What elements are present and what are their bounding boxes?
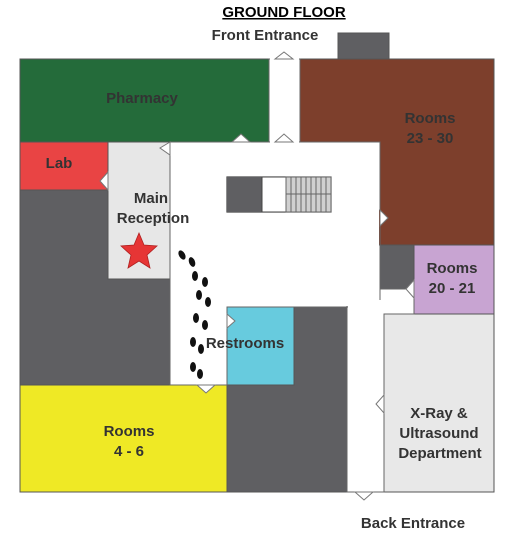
page-title: GROUND FLOOR [222, 4, 345, 21]
main-reception-label-line1: Main [134, 190, 168, 207]
footprints-icon [178, 250, 211, 379]
xray-department [383, 313, 495, 493]
rooms-20-21-label-line2: 20 - 21 [429, 280, 476, 297]
rooms-23-30-label-line1: Rooms [405, 110, 456, 127]
rooms-23-30-label-line2: 23 - 30 [407, 130, 454, 147]
xray-label-line2: Ultrasound [399, 425, 478, 442]
lab-label: Lab [46, 155, 73, 172]
rooms-4-6-block [19, 384, 228, 493]
pharmacy-label: Pharmacy [106, 90, 178, 107]
star-icon [120, 231, 158, 269]
restrooms-label: Restrooms [206, 335, 284, 352]
rooms-4-6-label-line1: Rooms [104, 423, 155, 440]
hallway-fill [348, 300, 383, 491]
utility-box-top [337, 32, 390, 60]
xray-label-line1: X-Ray & [410, 405, 468, 422]
rooms-4-6-label-line2: 4 - 6 [114, 443, 144, 460]
stairs-icon [226, 176, 332, 213]
back-entrance-label: Back Entrance [361, 515, 465, 532]
xray-label-line3: Department [398, 445, 481, 462]
rooms-20-21-label-line1: Rooms [427, 260, 478, 277]
front-entrance-label: Front Entrance [212, 27, 319, 44]
pharmacy-room [19, 58, 270, 143]
hallway-fill [270, 58, 299, 144]
door-notches [99, 51, 415, 501]
main-reception-label-line2: Reception [117, 210, 190, 227]
lab-room [19, 141, 109, 191]
unlabeled-area-east [379, 244, 415, 290]
